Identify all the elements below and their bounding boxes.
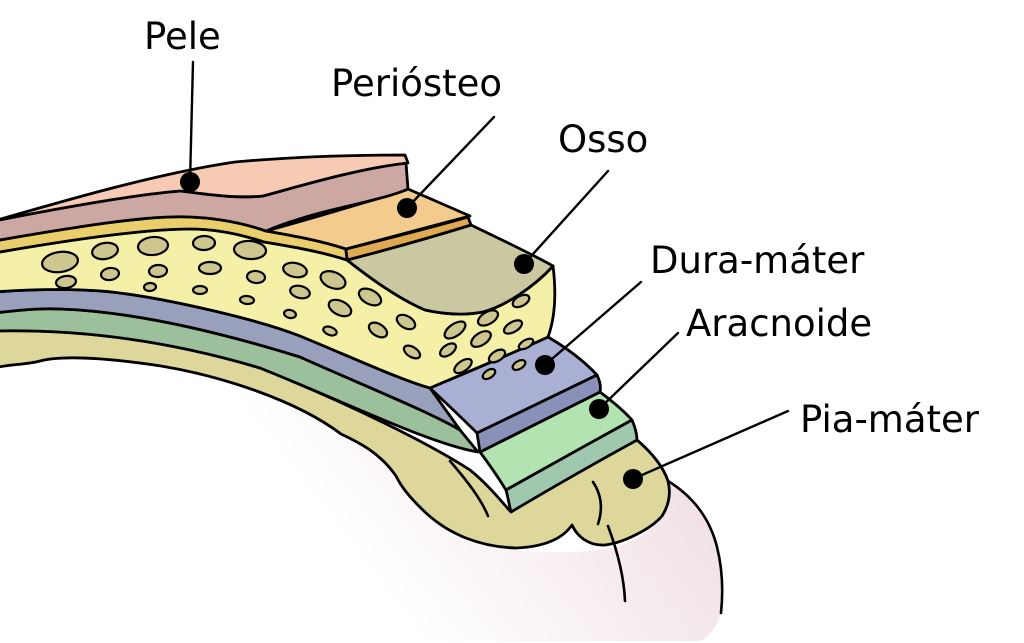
leader-line-pia bbox=[631, 409, 790, 481]
bone-spot bbox=[282, 261, 308, 279]
bone-spot bbox=[191, 234, 217, 252]
marker-dot-aracnoide bbox=[589, 399, 609, 419]
leader-line-dura bbox=[543, 280, 643, 367]
pia-fold-line-1 bbox=[448, 459, 490, 518]
bone-spot bbox=[402, 344, 422, 360]
bone-spot bbox=[41, 250, 79, 274]
bone-spot bbox=[481, 367, 497, 381]
leader-line-periosteo bbox=[405, 115, 496, 210]
bone-spot bbox=[443, 320, 467, 340]
bone-spot bbox=[322, 325, 338, 337]
arachnoid-cut-face bbox=[504, 418, 639, 514]
bone-spot bbox=[502, 319, 524, 335]
bone-spot bbox=[327, 298, 353, 318]
label-pia-mater: Pia-máter bbox=[800, 398, 980, 441]
bone-spot bbox=[453, 357, 473, 375]
marker-dot-pele bbox=[180, 172, 200, 192]
skin-top-face bbox=[0, 153, 410, 222]
bone-spot bbox=[136, 235, 170, 257]
bone-spot bbox=[142, 281, 158, 293]
bone-spot bbox=[470, 330, 492, 348]
bone-spot bbox=[232, 239, 268, 261]
bone-spot bbox=[191, 284, 209, 296]
brain-surface bbox=[80, 360, 723, 641]
leader-line-osso bbox=[522, 169, 610, 266]
bone-spot bbox=[99, 266, 121, 282]
bone-spot bbox=[282, 308, 298, 320]
pia-mater-surface bbox=[0, 329, 671, 550]
bone-spot bbox=[511, 358, 527, 372]
bone-spot bbox=[319, 270, 347, 290]
label-aracnoide: Aracnoide bbox=[686, 302, 873, 345]
bone-spot bbox=[511, 293, 531, 309]
bone-spot bbox=[438, 342, 458, 358]
leader-line-aracnoide bbox=[597, 331, 680, 411]
bone-spot bbox=[395, 313, 417, 331]
bone-spot bbox=[289, 284, 311, 300]
pia-fold-line-2 bbox=[591, 480, 603, 526]
bone-spot bbox=[476, 309, 500, 327]
marker-dot-osso bbox=[514, 254, 534, 274]
bone-spot bbox=[367, 321, 389, 339]
periosteum-top-face bbox=[264, 187, 472, 251]
bone-spongy-spots bbox=[41, 234, 535, 381]
marker-dot-periosteo bbox=[397, 198, 417, 218]
bone-spot bbox=[357, 287, 383, 307]
bone-spot bbox=[245, 269, 267, 285]
label-dura-mater: Dura-máter bbox=[650, 239, 865, 282]
bone-spot bbox=[238, 294, 256, 306]
marker-dot-dura bbox=[535, 355, 555, 375]
bone-spot bbox=[197, 260, 223, 276]
label-periosteo: Periósteo bbox=[331, 62, 503, 105]
bone-spot bbox=[91, 241, 119, 261]
bone-spot bbox=[487, 348, 507, 364]
brain-gyrus-line bbox=[666, 479, 724, 615]
marker-dot-pia bbox=[623, 469, 643, 489]
dura-mater-cut-face bbox=[475, 373, 602, 454]
label-osso: Osso bbox=[558, 118, 649, 161]
label-pele: Pele bbox=[144, 15, 221, 58]
brain-sulcus-line bbox=[606, 524, 627, 603]
bone-spot bbox=[147, 263, 169, 279]
leader-line-pele bbox=[188, 60, 195, 184]
bone-spot bbox=[517, 337, 535, 351]
bone-spot bbox=[54, 274, 78, 290]
